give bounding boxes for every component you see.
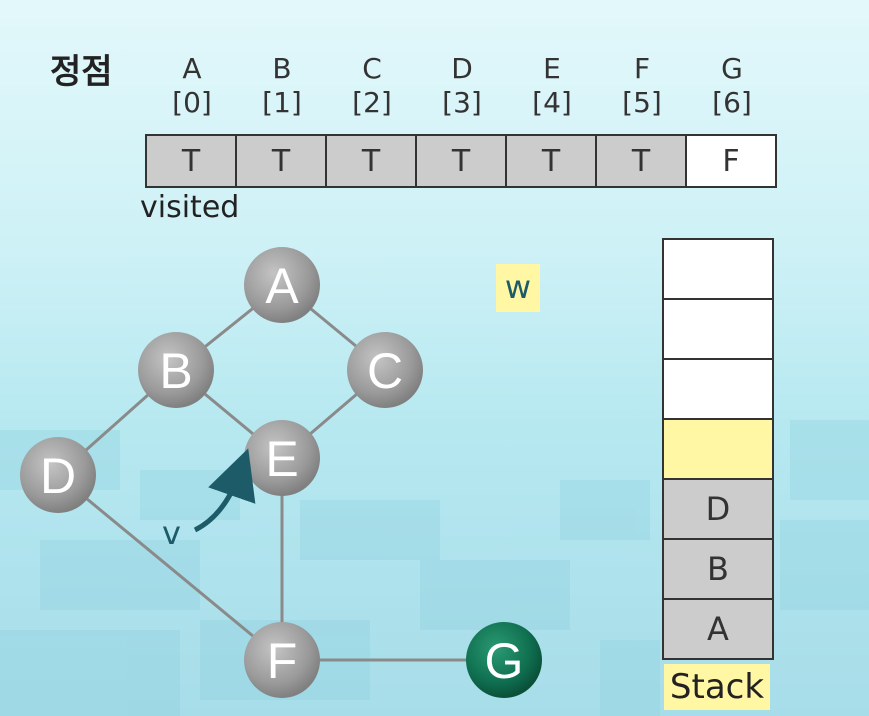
vertex-heading: C[2] bbox=[327, 52, 417, 120]
node-label: E bbox=[265, 431, 298, 487]
vertex-index: [2] bbox=[352, 86, 392, 119]
vertex-heading: D[3] bbox=[417, 52, 507, 120]
vertex-index: [0] bbox=[172, 86, 212, 119]
vertex-name: F bbox=[633, 52, 651, 85]
visited-cell: T bbox=[417, 136, 507, 186]
visited-cell: T bbox=[327, 136, 417, 186]
vertex-heading: F[5] bbox=[597, 52, 687, 120]
vertex-heading: G[6] bbox=[687, 52, 777, 120]
stack: D B A bbox=[662, 238, 774, 660]
stack-slot-highlighted bbox=[664, 420, 772, 478]
node-label: G bbox=[485, 633, 524, 689]
v-label: v bbox=[162, 514, 181, 552]
node-e: E bbox=[244, 420, 320, 496]
visited-label: visited bbox=[140, 190, 240, 225]
node-g: G bbox=[466, 622, 542, 698]
stack-slot: B bbox=[664, 540, 772, 598]
stack-slot bbox=[664, 300, 772, 358]
graph-diagram: A B C D E F G v bbox=[20, 247, 542, 698]
visited-cell: F bbox=[687, 136, 775, 186]
node-label: C bbox=[367, 343, 403, 399]
vertex-header-label: 정점 bbox=[50, 52, 113, 92]
node-label: D bbox=[40, 448, 76, 504]
vertex-heading: E[4] bbox=[507, 52, 597, 120]
vertex-name: G bbox=[721, 52, 743, 85]
node-label: A bbox=[265, 258, 299, 314]
visited-cell: T bbox=[597, 136, 687, 186]
vertex-index: [6] bbox=[712, 86, 752, 119]
visited-cell: T bbox=[507, 136, 597, 186]
vertex-heading: A[0] bbox=[147, 52, 237, 120]
vertex-index: [1] bbox=[262, 86, 302, 119]
node-label: B bbox=[159, 343, 192, 399]
vertex-heading: B[1] bbox=[237, 52, 327, 120]
vertex-name: B bbox=[272, 52, 292, 85]
node-c: C bbox=[347, 332, 423, 408]
stack-label: Stack bbox=[664, 664, 770, 710]
edge-d-f bbox=[57, 473, 283, 662]
vertex-index: [5] bbox=[622, 86, 662, 119]
curved-arrow-icon bbox=[193, 448, 256, 533]
node-b: B bbox=[138, 332, 214, 408]
node-d: D bbox=[20, 437, 96, 513]
vertex-name: C bbox=[362, 52, 382, 85]
node-label: F bbox=[267, 633, 298, 689]
stack-slot bbox=[664, 360, 772, 418]
visited-array: T T T T T T F bbox=[145, 134, 777, 188]
stack-slot bbox=[664, 240, 772, 298]
node-f: F bbox=[244, 622, 320, 698]
vertex-name: E bbox=[543, 52, 561, 85]
vertex-index: [3] bbox=[442, 86, 482, 119]
vertex-name: A bbox=[182, 52, 202, 85]
node-a: A bbox=[244, 247, 320, 323]
vertex-index: [4] bbox=[532, 86, 572, 119]
w-label: w bbox=[496, 264, 540, 312]
vertex-name: D bbox=[451, 52, 473, 85]
visited-cell: T bbox=[147, 136, 237, 186]
stack-slot: D bbox=[664, 480, 772, 538]
visited-cell: T bbox=[237, 136, 327, 186]
stack-slot: A bbox=[664, 600, 772, 658]
